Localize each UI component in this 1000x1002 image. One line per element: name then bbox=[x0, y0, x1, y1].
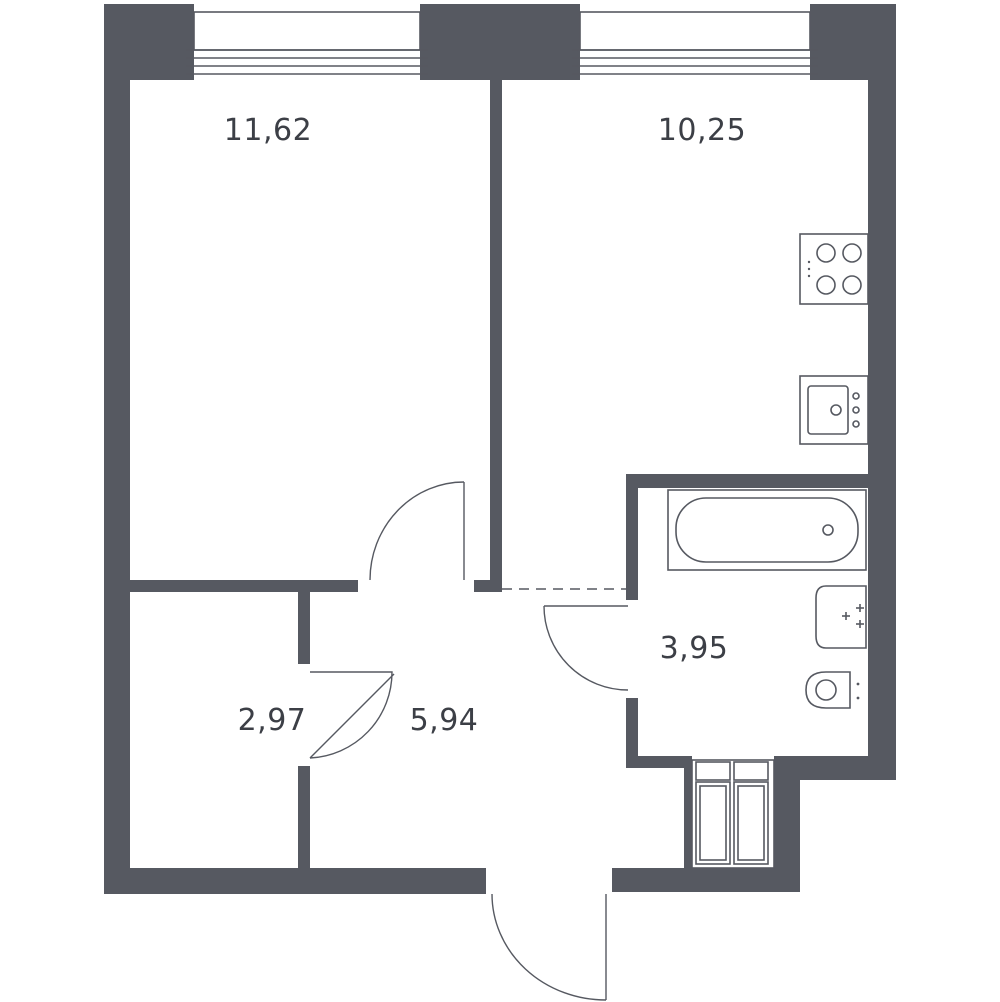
wall-storage-lower bbox=[298, 766, 310, 868]
wall-bath-top bbox=[626, 474, 868, 488]
room-area-kitchen: 10,25 bbox=[658, 113, 746, 148]
bathtub-icon bbox=[667, 489, 867, 571]
room-area-bathroom: 3,95 bbox=[660, 631, 729, 666]
wall-bottom-right bbox=[612, 868, 800, 892]
room-labels: 11,62 10,25 2,97 5,94 3,95 bbox=[224, 113, 746, 738]
wall-outer-right bbox=[868, 4, 896, 780]
washbasin-icon bbox=[815, 585, 867, 649]
wall-bath-left-upper bbox=[626, 474, 638, 600]
stove-icon bbox=[799, 233, 869, 305]
wall-partition-bedroom-bottom bbox=[130, 580, 358, 592]
wall-partition-center bbox=[490, 80, 502, 592]
wall-partition-center-foot bbox=[474, 580, 502, 592]
wall-bath-left-lower bbox=[626, 698, 638, 766]
wall-outer-left bbox=[104, 4, 130, 894]
wall-pier-top-left bbox=[104, 4, 194, 80]
wardrobe-icon bbox=[691, 759, 775, 869]
wall-pier-top-center bbox=[420, 4, 580, 80]
walls bbox=[104, 4, 896, 894]
window-icon bbox=[186, 11, 818, 75]
room-area-bedroom: 11,62 bbox=[224, 113, 312, 148]
wall-bath-bottom bbox=[626, 756, 688, 768]
wall-storage-upper bbox=[298, 592, 310, 664]
wall-niche-left bbox=[684, 756, 692, 868]
wall-bottom-left bbox=[104, 868, 486, 894]
room-area-storage: 2,97 bbox=[238, 703, 307, 738]
room-area-hallway: 5,94 bbox=[410, 703, 479, 738]
toilet-icon bbox=[805, 671, 860, 709]
kitchen-sink-icon bbox=[799, 375, 869, 445]
door-swing-icon bbox=[309, 481, 629, 1001]
